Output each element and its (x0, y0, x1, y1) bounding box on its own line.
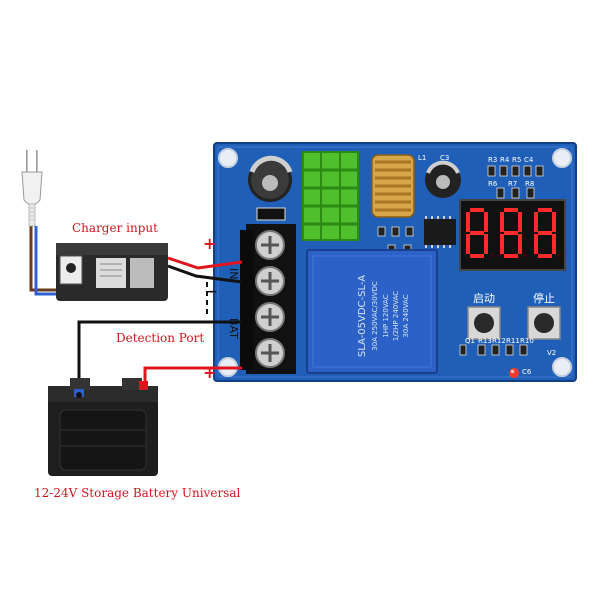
wire-battery-negative (77, 320, 242, 395)
relay-text: SLA-05VDC-SL-A 30A 250VAC/30VDC 1HP 120V… (357, 275, 410, 357)
relay-rating-2: 1HP 120VAC (382, 294, 390, 338)
seven-segment-display (459, 199, 566, 271)
plus-sign-in: + (203, 234, 216, 253)
silk-v2: V2 (547, 349, 556, 357)
minus-sign-in: − (206, 284, 218, 300)
inductor (371, 154, 415, 218)
status-led (509, 368, 519, 378)
charger-input-label: Charger input (72, 221, 158, 235)
heatsink (302, 151, 359, 241)
display-segment (538, 208, 552, 212)
display-segment (470, 254, 484, 258)
display-segment (518, 212, 522, 232)
silk-r13: R13 (478, 337, 492, 345)
display-segment (470, 231, 484, 235)
display-segment (534, 234, 538, 254)
diode (256, 207, 286, 221)
display-segment (466, 234, 470, 254)
silk-r3: R3 (488, 156, 497, 164)
capacitor-small (425, 160, 461, 198)
relay-rating-1: 30A 250VAC/30VDC (371, 281, 379, 351)
silk-c4: C4 (524, 156, 534, 164)
silk-r5: R5 (512, 156, 521, 164)
display-segment (552, 234, 556, 254)
silk-r7: R7 (508, 180, 517, 188)
ic-chip (424, 216, 456, 248)
capacitor-large (248, 155, 293, 202)
silk-l1: L1 (418, 154, 426, 162)
display-decimal-point (490, 254, 493, 257)
silk-c3: C3 (440, 154, 449, 162)
wire-battery-positive (143, 366, 242, 385)
display-segment (504, 231, 518, 235)
silk-r11: R11 (506, 337, 520, 345)
wire-charger-negative (167, 264, 243, 284)
screw-terminal (255, 266, 285, 296)
relay-rating-4: 30A 240VAC (402, 294, 410, 337)
power-cord (29, 226, 56, 296)
battery-positive-terminal (139, 381, 148, 390)
relay-model: SLA-05VDC-SL-A (357, 275, 368, 357)
mount-hole (218, 148, 238, 168)
display-decimal-point (558, 254, 561, 257)
stop-button[interactable] (527, 306, 561, 340)
terminal-in-label: IN (227, 268, 240, 279)
screw-terminal (255, 302, 285, 332)
display-segment (484, 234, 488, 254)
display-segment (504, 254, 518, 258)
silk-c6: C6 (522, 368, 532, 376)
display-segment (518, 234, 522, 254)
battery (48, 378, 158, 476)
screw-terminal (255, 338, 285, 368)
silk-r10: R10 (520, 337, 534, 345)
start-button[interactable] (467, 306, 501, 340)
display-segment (534, 212, 538, 232)
relay (306, 249, 438, 374)
display-segment (538, 231, 552, 235)
display-segment (504, 208, 518, 212)
display-segment (500, 234, 504, 254)
relay-rating-3: 1/2HP 240VAC (392, 291, 400, 341)
display-segment (552, 212, 556, 232)
silk-q1: Q1 (465, 337, 475, 345)
mount-hole (552, 357, 572, 377)
silk-r8: R8 (525, 180, 534, 188)
stop-button-label: 停止 (533, 291, 555, 305)
silk-r6: R6 (488, 180, 498, 188)
terminal-screws (255, 230, 285, 368)
mount-hole (552, 148, 572, 168)
wall-plug-icon (21, 150, 43, 227)
display-decimal-point (524, 254, 527, 257)
wire-charger-positive (167, 256, 243, 270)
start-button-label: 启动 (473, 292, 495, 305)
charger-adapter (56, 243, 168, 301)
display-segment (500, 212, 504, 232)
silk-r4: R4 (500, 156, 510, 164)
silkscreen: R3 R4 R5 C4 R6 R7 R8 R13 R12 R11 R10 L1 … (418, 154, 556, 376)
display-segment (470, 208, 484, 212)
plus-sign-bat: + (203, 363, 216, 382)
display-segment (538, 254, 552, 258)
display-segment (466, 212, 470, 232)
battery-caption: 12-24V Storage Battery Universal (34, 486, 241, 500)
detection-port-label: Detection Port (116, 331, 205, 345)
display-segment (484, 212, 488, 232)
screw-terminal (255, 230, 285, 260)
silk-r12: R12 (492, 337, 506, 345)
